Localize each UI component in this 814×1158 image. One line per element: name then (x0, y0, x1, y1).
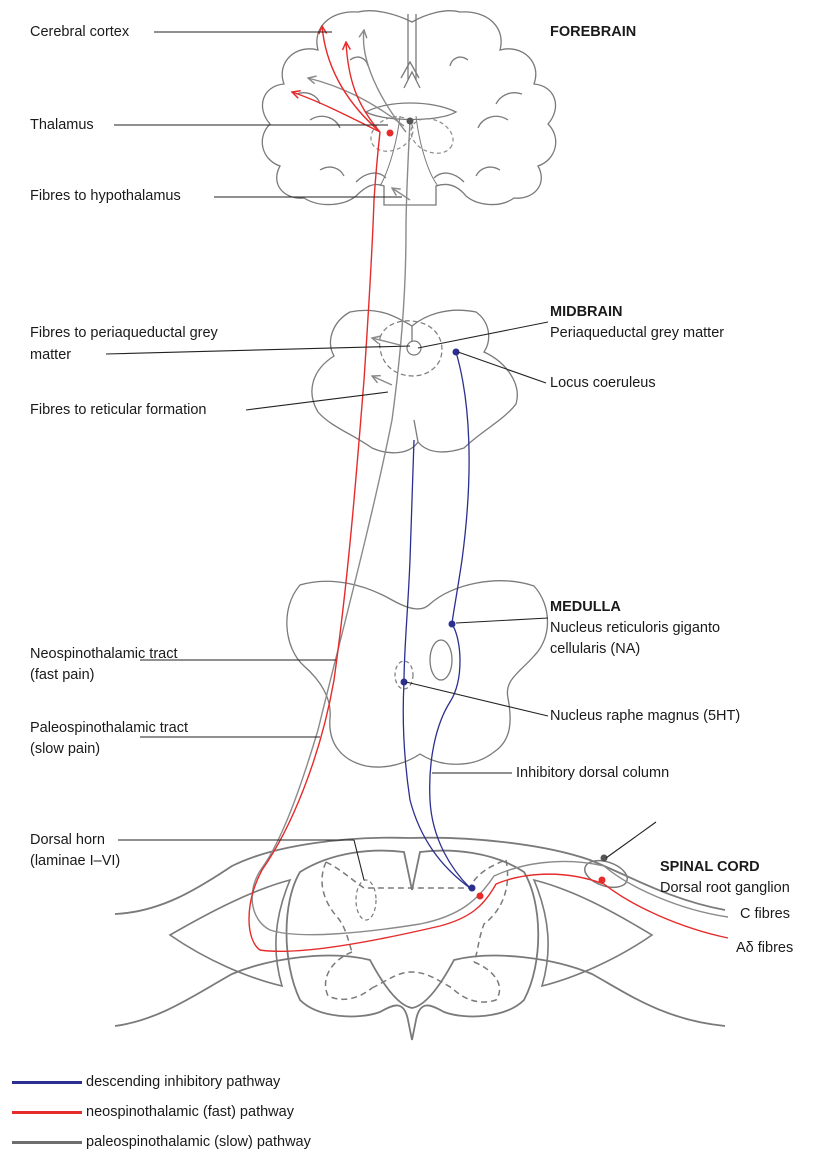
thalamus-slow-dot (407, 118, 414, 125)
label-raphe: Nucleus raphe magnus (5HT) (550, 706, 740, 726)
label-thalamus: Thalamus (30, 115, 94, 135)
label-ad-fibres: Aδ fibres (736, 938, 793, 958)
legend-item-descending: descending inhibitory pathway (12, 1072, 280, 1092)
legend-label: paleospinothalamic (slow) pathway (86, 1134, 311, 1150)
spinal-cord-heading: SPINAL CORD (660, 857, 760, 877)
label-paleo-tract-line1: Paleospinothalamic tract (30, 718, 188, 738)
descending-inhibitory-pathway (403, 352, 470, 888)
label-pag: Periaqueductal grey matter (550, 323, 724, 343)
label-dorsal-horn-line2: (laminae I–VI) (30, 851, 120, 871)
leader-lines (106, 32, 656, 880)
label-fibres-hypothalamus: Fibres to hypothalamus (30, 186, 181, 206)
medulla-outline (287, 581, 548, 767)
label-fibres-pag-line2: matter (30, 345, 71, 365)
nrgc-dot (449, 621, 456, 628)
dorsal-horn-red-dot (477, 893, 484, 900)
label-neo-tract-line2: (fast pain) (30, 665, 94, 685)
legend-swatch-slow (12, 1141, 82, 1144)
drg-red-dot (599, 877, 606, 884)
neospinothalamic-pathway (249, 26, 728, 951)
legend-label: descending inhibitory pathway (86, 1074, 280, 1090)
legend-label: neospinothalamic (fast) pathway (86, 1104, 294, 1120)
paleospinothalamic-pathway (252, 30, 728, 935)
periaqueductal-grey-region (380, 321, 442, 376)
label-paleo-tract-line2: (slow pain) (30, 739, 100, 759)
label-nrgc-line1: Nucleus reticuloris giganto (550, 618, 720, 638)
label-neo-tract-line1: Neospinothalamic tract (30, 644, 178, 664)
midbrain-heading: MIDBRAIN (550, 302, 623, 322)
label-dorsal-horn-line1: Dorsal horn (30, 830, 105, 850)
label-locus-coeruleus: Locus coeruleus (550, 373, 656, 393)
label-c-fibres: C fibres (740, 904, 790, 924)
label-inhibitory-column: Inhibitory dorsal column (516, 763, 669, 783)
legend-item-fast: neospinothalamic (fast) pathway (12, 1102, 294, 1122)
label-fibres-reticular: Fibres to reticular formation (30, 400, 206, 420)
legend-item-slow: paleospinothalamic (slow) pathway (12, 1132, 311, 1152)
forebrain-heading: FOREBRAIN (550, 22, 636, 42)
medulla-heading: MEDULLA (550, 597, 621, 617)
dorsal-horn-blue-dot (469, 885, 476, 892)
legend-swatch-fast (12, 1111, 82, 1114)
spinal-cord-outline (115, 838, 725, 1040)
label-cerebral-cortex: Cerebral cortex (30, 22, 129, 42)
midbrain-outline (312, 310, 517, 453)
legend-swatch-descending (12, 1081, 82, 1084)
forebrain-outline (262, 11, 555, 205)
thalamus-fast-dot (387, 130, 394, 137)
label-drg: Dorsal root ganglion (660, 878, 790, 898)
dorsal-horn-laminae (356, 880, 376, 920)
label-fibres-pag-line1: Fibres to periaqueductal grey (30, 323, 218, 343)
label-nrgc-line2: cellularis (NA) (550, 639, 640, 659)
